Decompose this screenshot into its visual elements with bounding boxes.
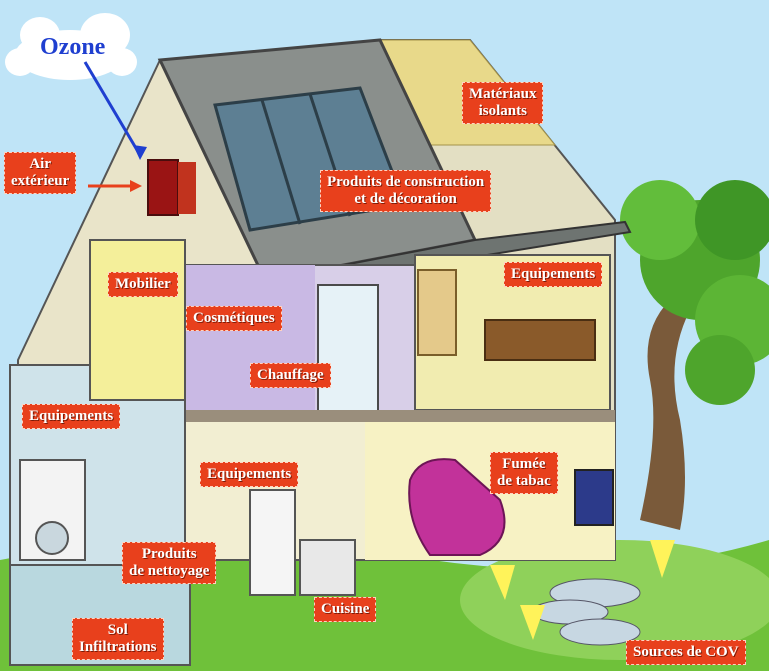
stepping-stone: [559, 618, 641, 646]
left-cut-room: [89, 239, 186, 401]
floor-slab: [185, 410, 615, 422]
air-arrowhead: [130, 180, 142, 192]
label-cosmetiques: Cosmétiques: [186, 306, 282, 331]
label-mobilier: Mobilier: [108, 272, 178, 297]
label-equipements-haut: Equipements: [504, 262, 603, 287]
door: [417, 269, 457, 356]
stove: [299, 539, 356, 596]
label-cuisine: Cuisine: [314, 597, 377, 622]
shower: [317, 284, 379, 416]
label-sources-cov: Sources de COV: [626, 640, 746, 665]
ozone-arrowhead: [133, 145, 147, 160]
armchair: [408, 458, 506, 556]
window: [147, 159, 179, 216]
label-equipements-milieu: Equipements: [200, 462, 299, 487]
tree-illustration: [620, 180, 769, 530]
bathroom-room: [185, 265, 315, 415]
ozone-arrow: [83, 61, 142, 156]
cov-source-marker: [520, 605, 545, 640]
cov-source-marker: [490, 565, 515, 600]
label-chauffage: Chauffage: [250, 363, 331, 388]
television: [574, 469, 614, 526]
fridge: [249, 489, 296, 596]
ozone-label: Ozone: [40, 34, 106, 60]
label-equipements-gauche: Equipements: [22, 404, 121, 429]
desk: [484, 319, 596, 361]
ozone-cloud: [5, 13, 137, 80]
cov-source-marker: [650, 540, 675, 578]
